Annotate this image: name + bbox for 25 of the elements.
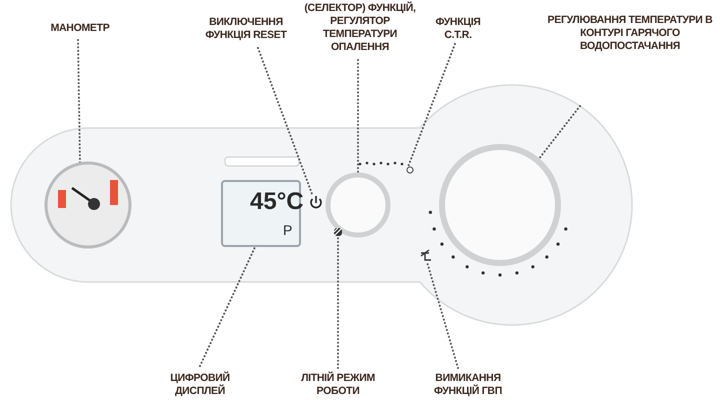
callout-label: ЦИФРОВИЙ ДИСПЛЕЙ	[150, 372, 250, 398]
leader-line	[257, 47, 313, 195]
rotary-knob	[439, 144, 561, 266]
leader-line	[357, 59, 359, 174]
display-screen	[221, 180, 301, 247]
callout-label: МАНОМЕТР	[30, 22, 130, 35]
tap-icon	[420, 249, 432, 261]
leader-line	[537, 105, 581, 161]
leader-line	[426, 261, 459, 369]
callout-label: ФУНКЦІЯ C.T.R.	[428, 16, 488, 42]
callout-label: ВИМИКАННЯ ФУНКЦІЙ ГВП	[418, 372, 518, 398]
leader-line	[199, 246, 256, 367]
leader-line	[337, 236, 339, 369]
leader-line	[77, 39, 81, 164]
callout-label: ЛІТНІЙ РЕЖИМ РОБОТИ	[298, 372, 378, 398]
display-reading: 45°C	[250, 188, 304, 216]
power-icon	[310, 196, 322, 208]
callout-label: ВИКЛЮЧЕННЯ ФУНКЦІЯ RESET	[196, 16, 296, 42]
leader-line	[407, 43, 456, 168]
indicator-dot	[406, 166, 414, 174]
square-icon	[334, 228, 342, 236]
callout-label: (СЕЛЕКТОР) ФУНКЦІЙ, РЕГУЛЯТОР ТЕМПЕРАТУРИ ОПАЛЕННЯ	[296, 2, 424, 54]
display-reading: P	[283, 222, 292, 238]
callout-label: РЕГУЛЮВАННЯ ТЕМПЕРАТУРИ В КОНТУРІ ГАРЯЧОГО ВОДОПОСТАЧАННЯ	[540, 14, 720, 53]
pressure-gauge-drawing	[44, 162, 132, 248]
